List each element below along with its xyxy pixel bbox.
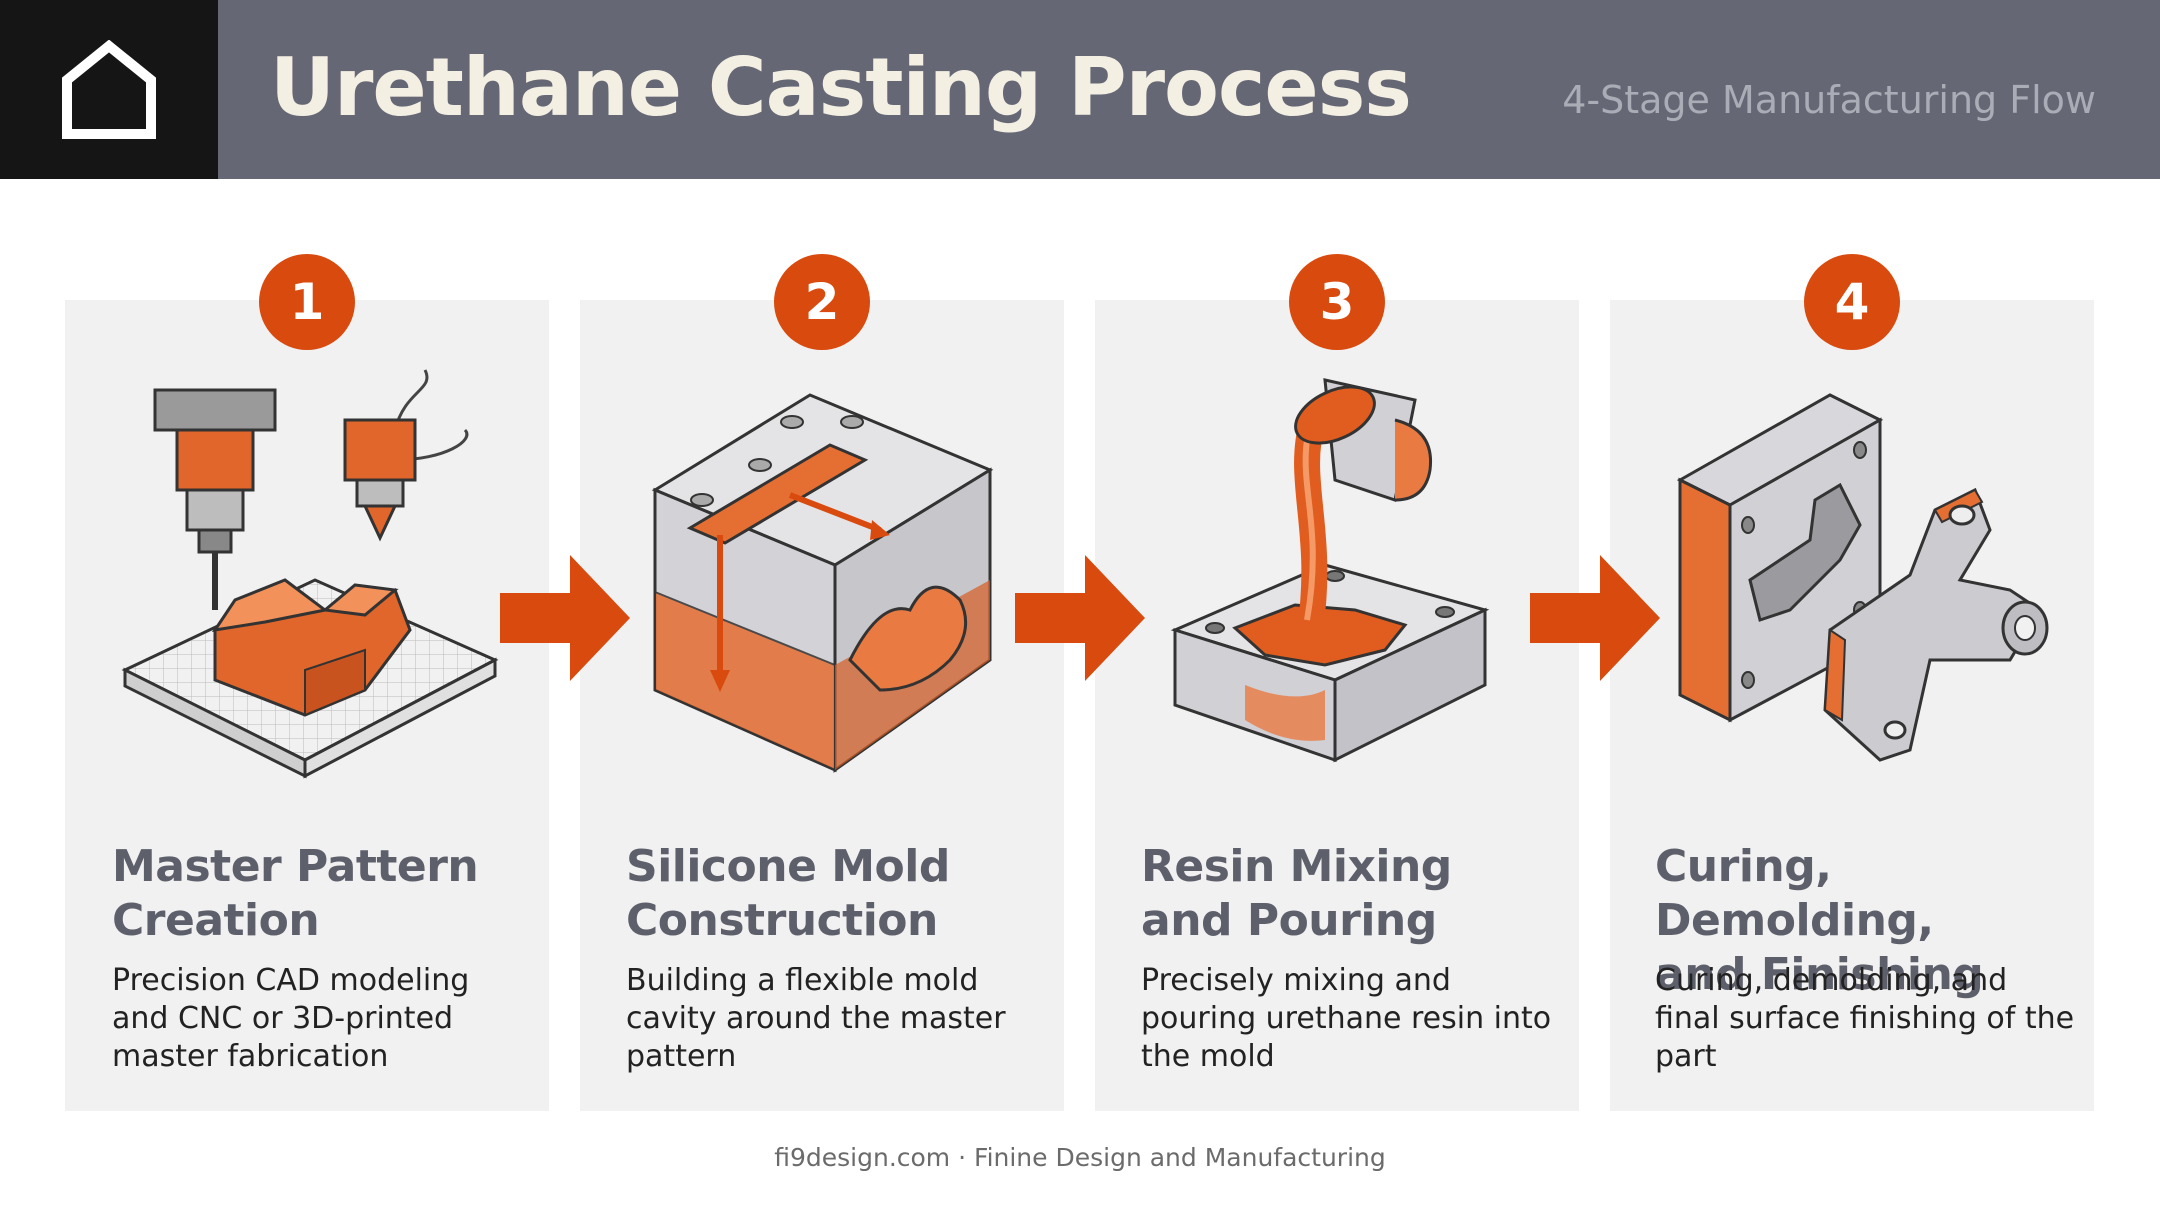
stage-title: Resin Mixing and Pouring [1141, 840, 1581, 948]
stage-description: Curing, demolding, and final surface fin… [1655, 963, 2075, 1074]
stage-title: Master Pattern Creation [112, 840, 552, 948]
stage-title-line: and Finishing [1655, 949, 1984, 1000]
page-subtitle: 4-Stage Manufacturing Flow [1562, 78, 2096, 122]
finished-part-icon [1676, 393, 2049, 762]
stage-number-badge: 2 [774, 254, 870, 350]
stage-title: Silicone Mold Construction [626, 840, 1066, 948]
stage-number-badge: 1 [259, 254, 355, 350]
stage-title-line: Silicone Mold [626, 841, 950, 892]
stage-title-line: and Pouring [1141, 895, 1437, 946]
silicone-mold-icon [651, 393, 994, 773]
stage-title-line: Construction [626, 895, 938, 946]
stage-title-line: Creation [112, 895, 320, 946]
stage-title-line: Master Pattern [112, 841, 479, 892]
stage-title-line: Resin Mixing [1141, 841, 1452, 892]
arrow-right-icon [500, 555, 630, 681]
page-title: Urethane Casting Process [270, 41, 1412, 134]
header-bar: Urethane Casting Process 4-Stage Manufac… [0, 0, 2160, 179]
cnc-printer-icon [121, 369, 499, 779]
stage-title-line: Curing, Demolding, [1655, 841, 1934, 946]
stage-number-badge: 4 [1804, 254, 1900, 350]
stage-description: Precisely mixing and pouring urethane re… [1141, 963, 1552, 1074]
house-logo-icon [62, 39, 156, 139]
stage-description: Building a flexible mold cavity around t… [626, 963, 1006, 1074]
stage-number-badge: 3 [1289, 254, 1385, 350]
logo [0, 0, 218, 179]
arrow-right-icon [1530, 555, 1660, 681]
stage-description: Precision CAD modeling and CNC or 3D-pri… [112, 963, 470, 1074]
footer-credit: fi9design.com · Finine Design and Manufa… [774, 1143, 1386, 1172]
arrow-right-icon [1015, 555, 1145, 681]
resin-pour-icon [1170, 378, 1490, 763]
stage-title: Curing, Demolding, and Finishing [1655, 840, 2095, 1002]
